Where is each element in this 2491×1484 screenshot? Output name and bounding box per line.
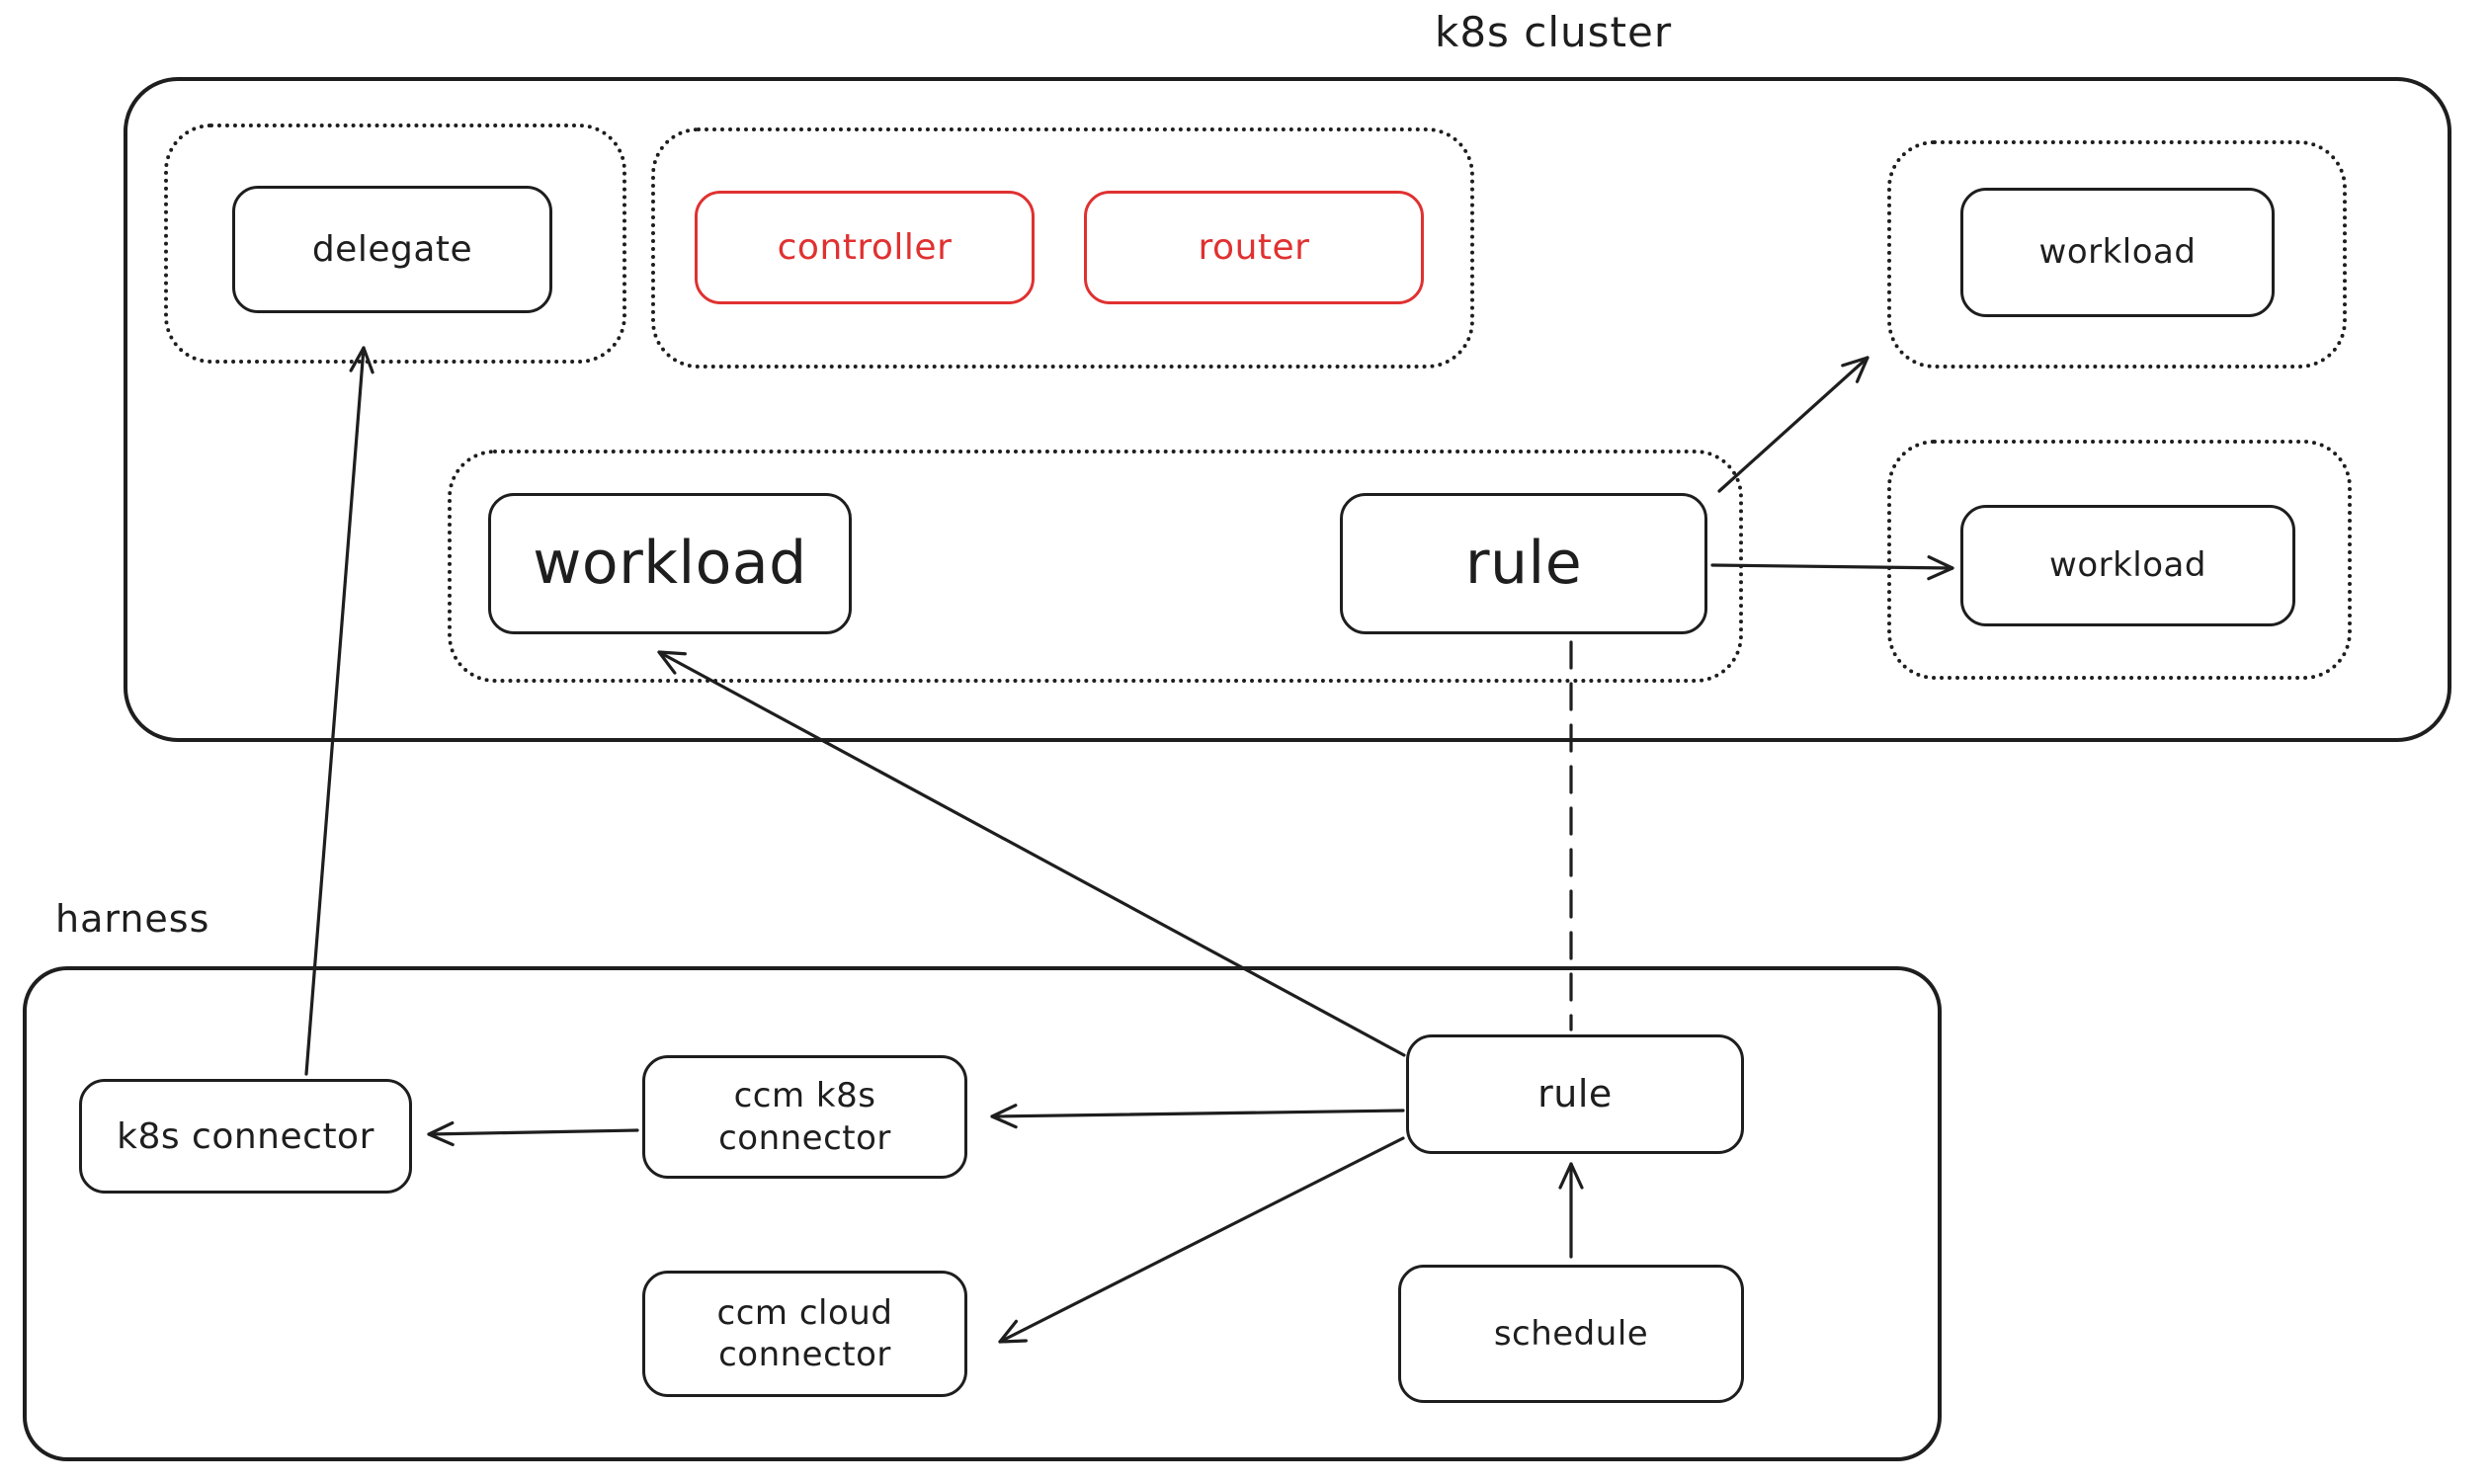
node-workload-top-right-label: workload <box>2038 232 2197 273</box>
node-delegate-label: delegate <box>311 229 473 270</box>
node-router: router <box>1084 191 1424 304</box>
delegate-group <box>164 124 626 364</box>
node-router-label: router <box>1198 227 1310 268</box>
node-ccm-k8s-connector: ccm k8s connector <box>642 1055 967 1179</box>
node-workload-right: workload <box>1960 505 2295 626</box>
controller-router-group <box>651 127 1474 369</box>
node-ccm-cloud-connector-label: ccm cloud connector <box>716 1292 893 1375</box>
node-schedule: schedule <box>1398 1265 1744 1403</box>
node-controller: controller <box>695 191 1035 304</box>
node-ccm-k8s-connector-label: ccm k8s connector <box>718 1076 891 1158</box>
node-workload-main: workload <box>488 493 852 634</box>
workload-top-right-group <box>1887 140 2347 369</box>
node-rule-cluster: rule <box>1340 493 1707 634</box>
node-rule-cluster-label: rule <box>1464 529 1583 598</box>
node-schedule-label: schedule <box>1493 1313 1649 1354</box>
node-ccm-cloud-connector: ccm cloud connector <box>642 1271 967 1397</box>
node-workload-right-label: workload <box>2049 545 2206 586</box>
node-workload-main-label: workload <box>533 529 807 598</box>
node-workload-top-right: workload <box>1960 188 2275 317</box>
node-rule-harness-label: rule <box>1537 1071 1613 1115</box>
node-k8s-connector-label: k8s connector <box>117 1115 374 1157</box>
node-rule-harness: rule <box>1406 1034 1744 1154</box>
k8s-cluster-label: k8s cluster <box>1435 8 1673 56</box>
node-k8s-connector: k8s connector <box>79 1079 412 1194</box>
node-delegate: delegate <box>232 186 552 313</box>
workload-right-group <box>1887 440 2352 680</box>
node-controller-label: controller <box>777 227 953 268</box>
harness-label: harness <box>55 897 210 941</box>
